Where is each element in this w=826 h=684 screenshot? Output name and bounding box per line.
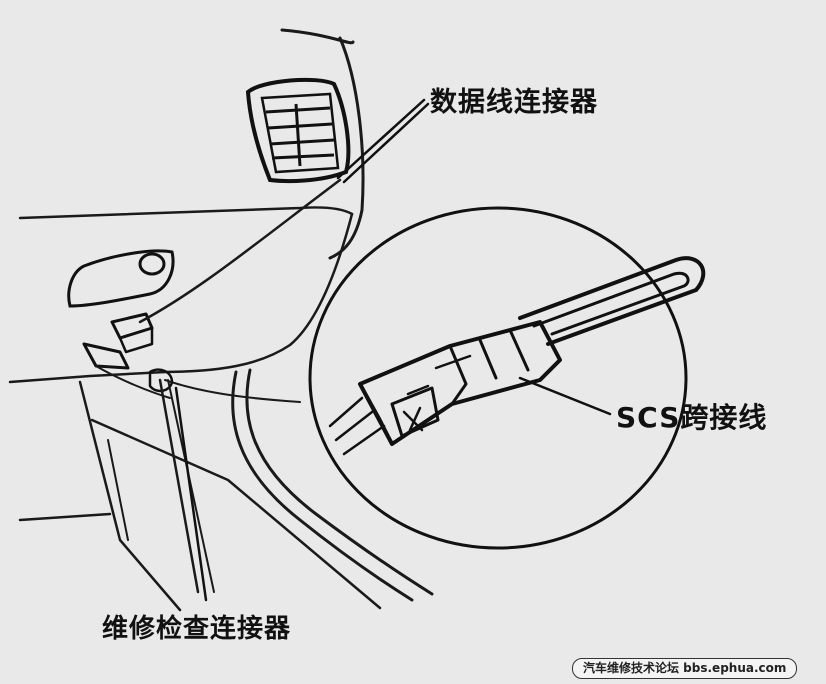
dashboard-outline <box>8 28 434 612</box>
leader-lines <box>174 98 612 602</box>
service-check-connector-label: 维修检查连接器 <box>102 614 292 644</box>
data-connector-label: 数据线连接器 <box>430 87 598 118</box>
detail-magnifier-circle <box>308 206 688 550</box>
forum-watermark: 汽车维修技术论坛 bbs.ephua.com <box>572 658 798 679</box>
under-dash-connectors <box>82 312 174 393</box>
scs-jumper-detail <box>328 256 706 456</box>
wire-harness <box>95 178 342 594</box>
scs-jumper-label: SCS跨接线 <box>616 401 768 434</box>
air-vent <box>245 77 351 184</box>
glovebox-switch <box>67 249 175 308</box>
